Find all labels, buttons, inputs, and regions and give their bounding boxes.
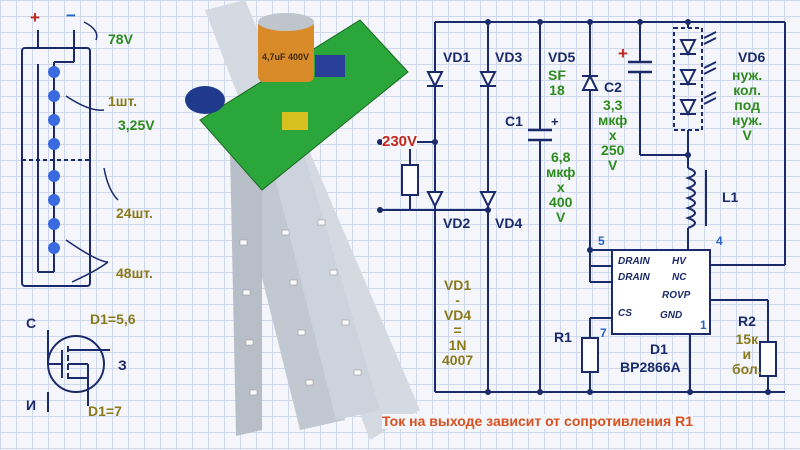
r1-label: R1 (554, 329, 572, 345)
c2-plus-sign: + (618, 44, 628, 63)
count-48-label: 48шт. (116, 265, 153, 281)
vd4-label: VD4 (495, 215, 523, 231)
plus-sign: + (30, 8, 40, 27)
chip-bp2866a (611, 249, 711, 335)
d1-bottom-label: D1=7 (88, 403, 122, 419)
capacitor-label: 4,7uF 400V (262, 52, 309, 62)
led-strip-outline (21, 30, 91, 287)
mosfet-source-label: И (26, 397, 37, 413)
vd5-label: VD5 (548, 49, 576, 65)
fuse-symbol (401, 164, 419, 196)
vd2-label: VD2 (443, 215, 471, 231)
pin-number-1: 1 (700, 318, 707, 332)
chip-pin-drain-2: DRAIN (618, 272, 650, 283)
mosfet-symbol (47, 330, 110, 412)
diode-vd1 (426, 71, 444, 89)
inductor-l1 (685, 167, 707, 229)
resistor-r1 (581, 337, 599, 373)
d1-label: D1 (650, 341, 668, 357)
vd1-label: VD1 (443, 49, 471, 65)
led-board-photo: 4,7uF 400V (185, 0, 420, 440)
count-24-label: 24шт. (116, 205, 153, 221)
r2-label: R2 (738, 313, 756, 329)
input-voltage-label: 230V (382, 133, 418, 150)
c1-label: C1 (505, 113, 523, 129)
c1-plus-sign: + (551, 114, 559, 129)
annotation-arrows (65, 21, 119, 283)
led-dot (48, 170, 60, 182)
led-dot (48, 242, 60, 254)
chip-pin-hv: HV (672, 256, 686, 267)
mosfet-drain-label: З (118, 357, 127, 373)
minus-sign: − (66, 6, 76, 25)
led-dots (48, 66, 60, 254)
pin-number-4: 4 (716, 234, 723, 248)
diode-symbols (426, 71, 599, 209)
vd6-label: VD6 (738, 49, 766, 65)
pin-number-7: 7 (600, 326, 607, 340)
pin-number-5: 5 (598, 234, 605, 248)
led-dot (48, 194, 60, 206)
led-dot (48, 218, 60, 230)
d1-top-label: D1=5,6 (90, 311, 136, 327)
chip-pin-nc: NC (672, 272, 687, 283)
led-dot (48, 114, 60, 126)
diode-vd4 (479, 191, 497, 209)
led-dot (48, 66, 60, 78)
vd3-label: VD3 (495, 49, 523, 65)
led-string-vd6 (673, 27, 717, 131)
junction-dots (377, 19, 771, 395)
chip-pin-gnd: GND (660, 310, 683, 321)
diode-vd2 (426, 191, 444, 209)
capacitor-symbols (528, 60, 652, 142)
resistor-r2 (759, 341, 777, 377)
led-dot (48, 90, 60, 102)
chip-pin-cs: CS (618, 308, 632, 319)
one-led-voltage-label: 3,25V (118, 117, 155, 133)
one-piece-label: 1шт. (108, 93, 137, 109)
chip-pin-drain-1: DRAIN (618, 256, 650, 267)
c2-label: C2 (604, 79, 622, 95)
caption-text: Ток на выходе зависит от сопротивления R… (382, 413, 693, 429)
diode-vd5 (581, 73, 599, 91)
diode-vd3 (479, 71, 497, 89)
circuit-wires (380, 21, 786, 393)
l1-label: L1 (722, 189, 739, 205)
chip-pin-rovp: ROVP (662, 290, 691, 301)
led-dot (48, 138, 60, 150)
total-voltage-label: 78V (108, 31, 133, 47)
mosfet-gate-label: С (26, 315, 37, 331)
d1-part-label: BP2866A (620, 359, 681, 375)
